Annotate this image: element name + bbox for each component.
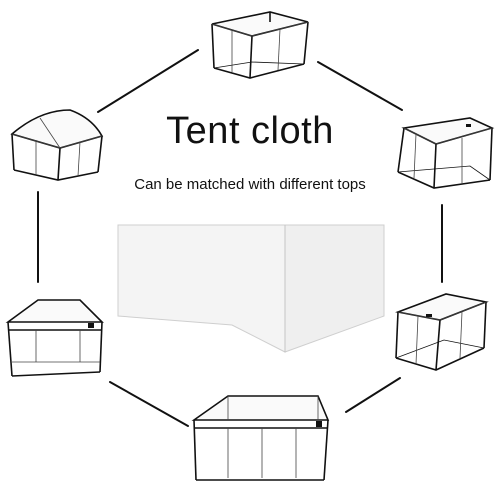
- connector-top-left: [97, 49, 199, 113]
- page-title: Tent cloth: [166, 110, 334, 152]
- connector-bottom-left: [109, 381, 189, 427]
- page-subtitle: Can be matched with different tops: [134, 176, 366, 193]
- connector-bottom-right: [345, 377, 401, 413]
- connector-top-right: [317, 61, 403, 111]
